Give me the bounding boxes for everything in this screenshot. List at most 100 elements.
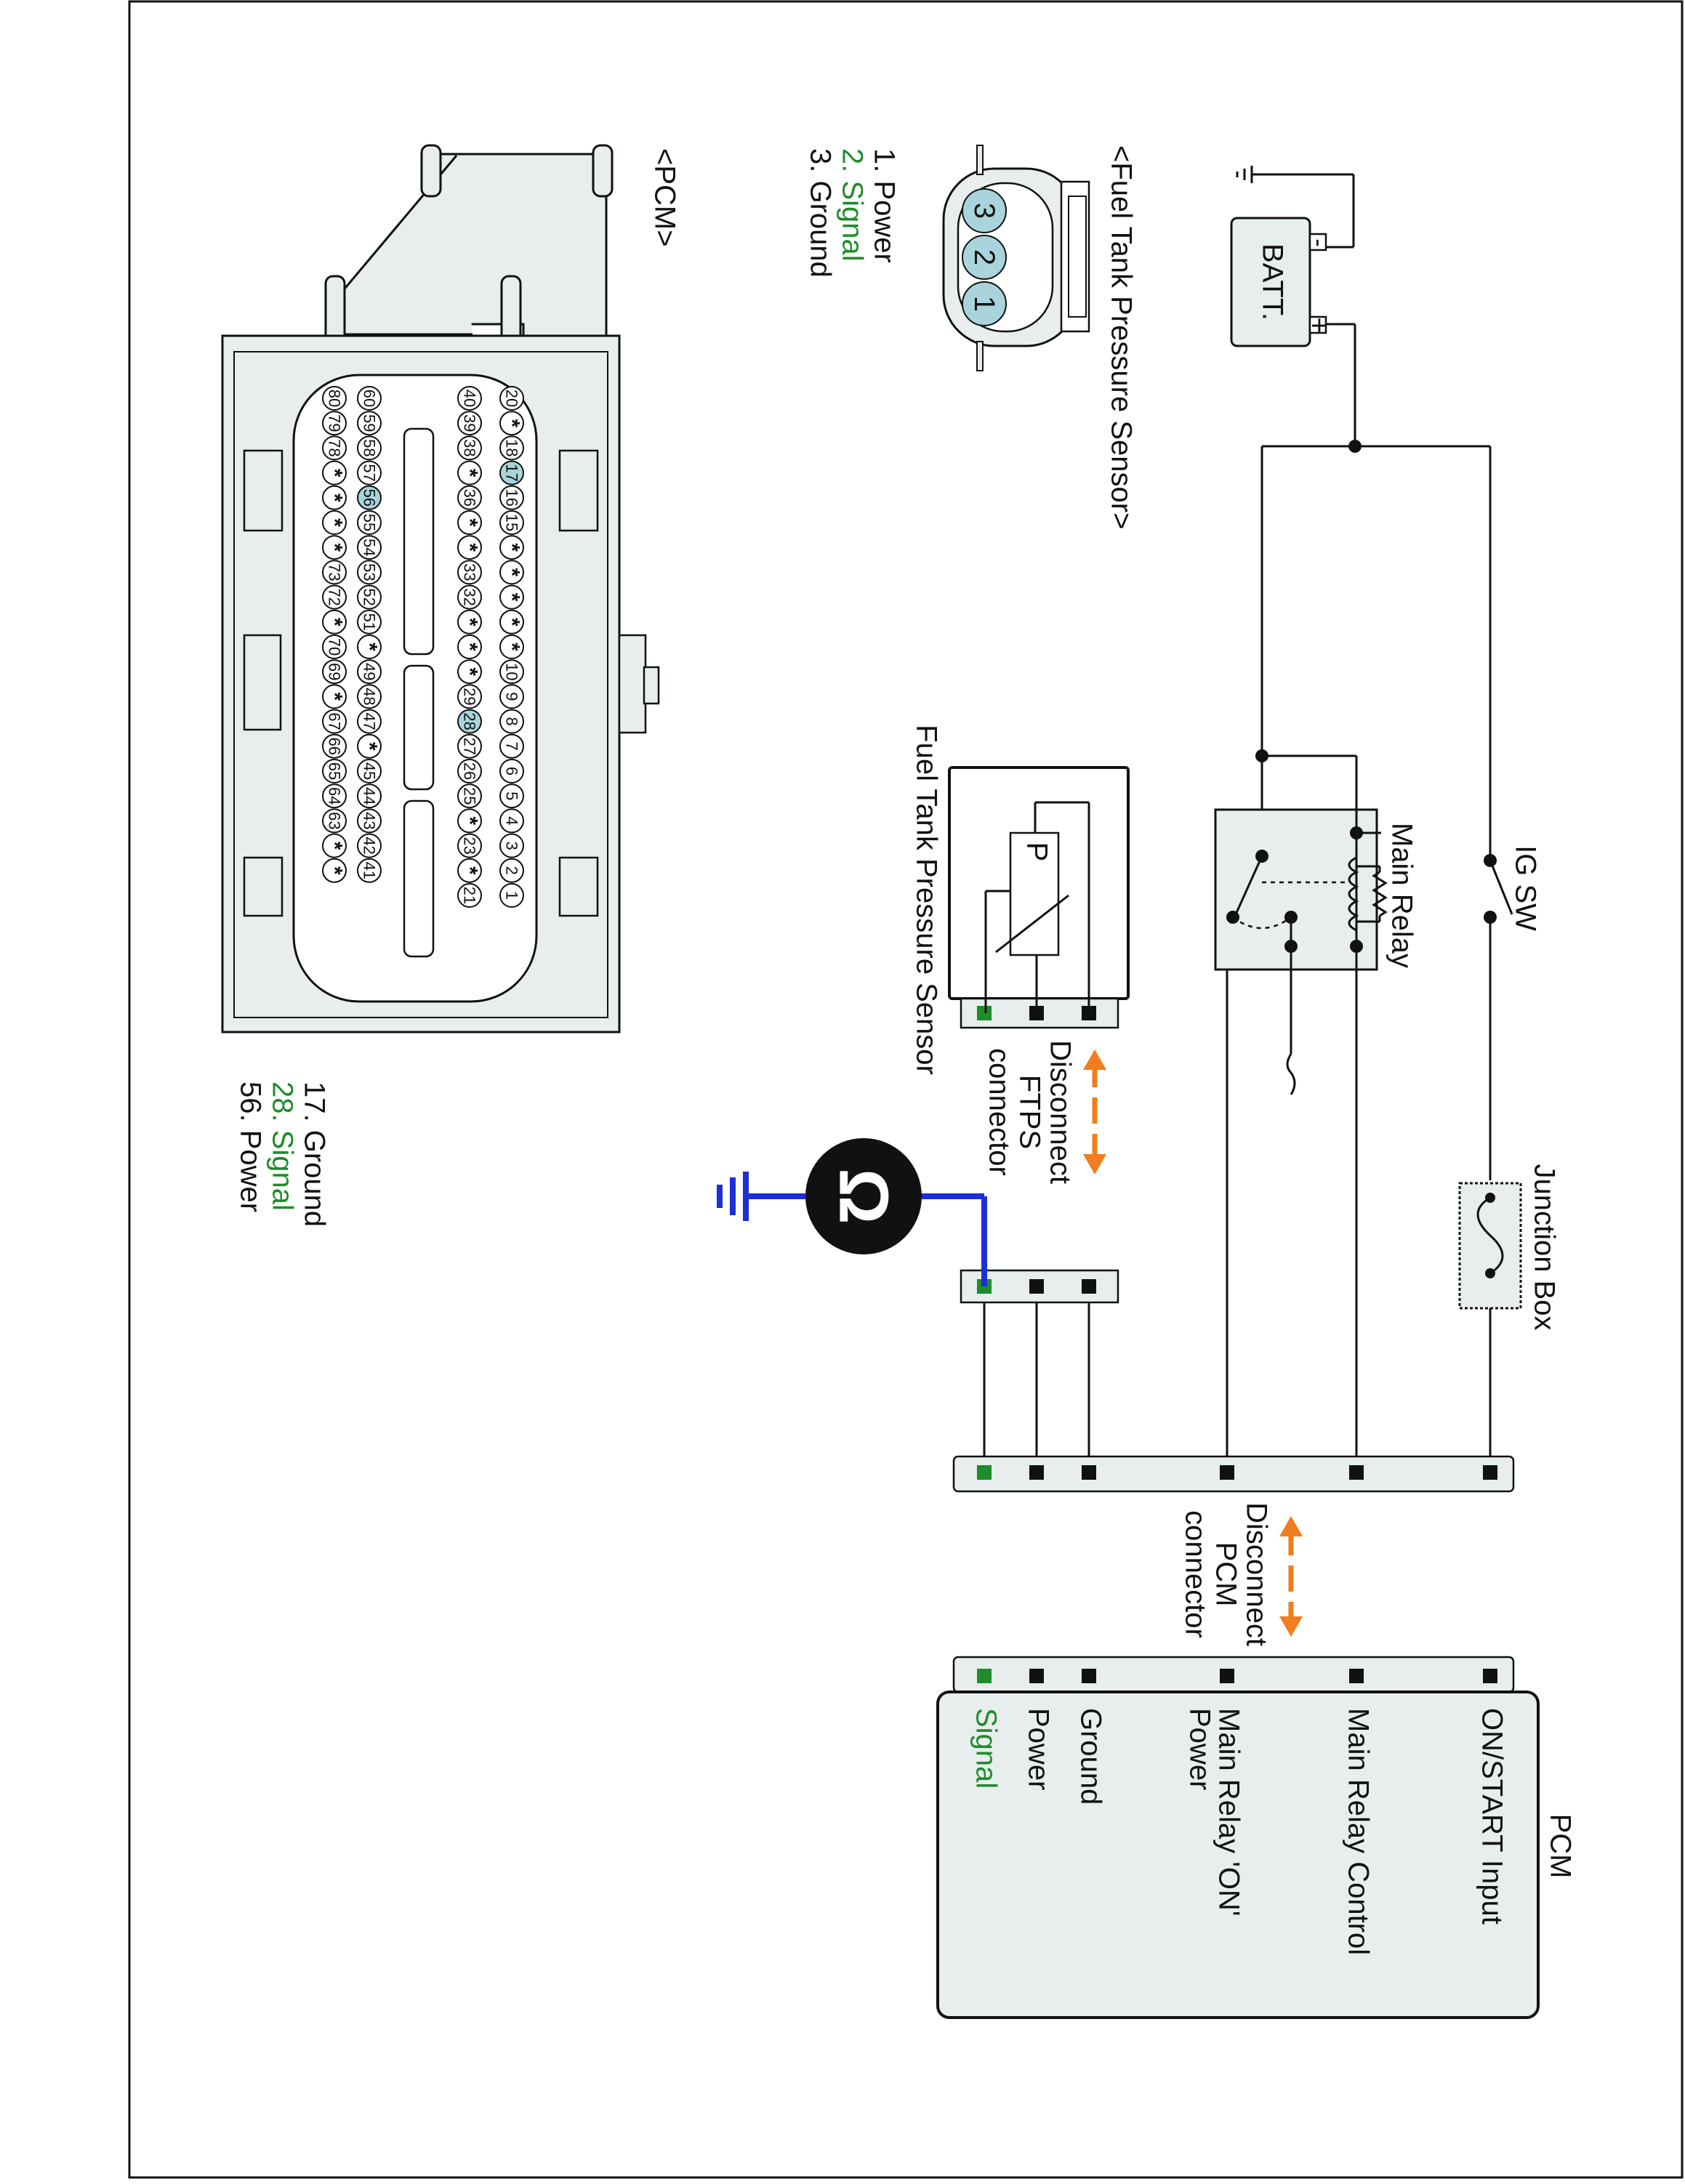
battery: - + BATT. <box>1230 217 1335 347</box>
pcm-pin-unused <box>322 460 347 485</box>
pcm-pin-label: 53 <box>361 563 379 581</box>
pcm-pin-label: 80 <box>326 390 344 407</box>
main-relay: Main Relay <box>1214 749 1417 1471</box>
pcm-pin-18 <box>499 435 524 461</box>
pcm-pin-label: 78 <box>326 439 344 456</box>
pcm-pin-80 <box>322 386 347 411</box>
junction-box-label: Junction Box <box>1528 1164 1560 1330</box>
pcm-pin-unused <box>499 634 524 659</box>
pcm-pin-label: * <box>458 543 482 552</box>
pcm-pin-60 <box>357 386 382 411</box>
pcm-pin-unused <box>499 560 524 585</box>
pcm-pin-58 <box>357 435 382 461</box>
pcm-input-signal: Signal <box>970 1708 1002 1789</box>
pcm-pin-unused <box>499 584 524 610</box>
pcm-input-main-relay-on-line2: Power <box>1183 1708 1215 1790</box>
pcm-pin-label: * <box>358 642 382 651</box>
pcm-title: PCM <box>1544 1814 1576 1879</box>
pcm-pin-7 <box>499 733 524 759</box>
pcm-pin-label: * <box>500 618 524 626</box>
pcm-legend-56: 56. Power <box>234 1081 266 1212</box>
pcm-pin-label: 64 <box>326 787 344 805</box>
pcm-pin-label: 79 <box>326 414 344 432</box>
pcm-legend-17: 17. Ground <box>298 1081 330 1227</box>
pcm-pin-label: 52 <box>361 588 379 605</box>
pcm-pin-unused <box>322 510 347 535</box>
pcm-pin-label: 41 <box>361 862 379 879</box>
pcm-pin-26 <box>457 759 482 783</box>
pcm-pin-55 <box>357 510 382 535</box>
pcm-pin-3 <box>499 833 524 858</box>
pcm-pin-label: 57 <box>361 464 379 481</box>
pcm-pin-56 <box>357 485 382 510</box>
pcm-pin-label: * <box>458 518 482 527</box>
pcm-pin-label: 23 <box>461 837 479 854</box>
pcm-pin-label: 16 <box>503 489 521 507</box>
ig-switch: IG SW <box>1484 845 1541 1180</box>
pcm-pin-label: 66 <box>326 738 344 755</box>
pcm-pin-label: 29 <box>461 688 479 705</box>
pcm-pin-unused <box>357 733 382 759</box>
pcm-pin-unused <box>322 485 347 510</box>
pcm-input-on-start: ON/START Input <box>1476 1708 1508 1925</box>
pcm-pin-label: * <box>500 568 524 577</box>
disconnect-ftps-arrow: Disconnect FTPS connector <box>983 1040 1106 1184</box>
pcm-pin-label: 3 <box>503 841 521 850</box>
ftps-legend-3: 3. Ground <box>804 148 836 278</box>
pcm-legend-28: 28. Signal <box>266 1081 298 1211</box>
pcm-pin-36 <box>457 485 482 510</box>
ftps-connector-title: <Fuel Tank Pressure Sensor> <box>1105 145 1137 529</box>
pcm-pin-53 <box>357 560 382 585</box>
pcm-pin-label: 51 <box>361 613 379 631</box>
pcm-pin-57 <box>357 460 382 485</box>
battery-label: BATT. <box>1256 243 1288 321</box>
pcm-pin-unused <box>322 535 347 560</box>
pcm-pin-label: 2 <box>503 866 521 875</box>
pcm-pin-label: 26 <box>461 762 479 780</box>
pcm-pin-10 <box>499 659 524 685</box>
pcm-pin-label: 65 <box>326 762 344 780</box>
pcm-pin-label: 1 <box>503 891 521 900</box>
pcm-pin-6 <box>499 759 524 783</box>
pcm-pin-42 <box>357 833 382 858</box>
pcm-pin-label: 21 <box>461 887 479 904</box>
pcm-pin-52 <box>357 584 382 610</box>
pcm-pin-label: * <box>323 618 347 626</box>
disconnect-ftps-line1: Disconnect <box>1044 1040 1076 1184</box>
pcm-harness-connector <box>952 1455 1515 1493</box>
ftps-legend-2: 2. Signal <box>836 148 868 262</box>
pcm-pin-39 <box>457 411 482 436</box>
pcm-pin-1 <box>499 883 524 908</box>
pcm-pin-59 <box>357 411 382 436</box>
pcm-pin-label: 42 <box>361 837 379 854</box>
pcm-pin-unused <box>322 609 347 634</box>
pcm-pin-label: 33 <box>461 563 479 581</box>
pcm-pin-49 <box>357 659 382 685</box>
pcm-pin-label: 55 <box>361 514 379 531</box>
pcm-pin-15 <box>499 510 524 535</box>
pcm-pin-label: 67 <box>326 712 344 730</box>
pcm-pin-9 <box>499 684 524 709</box>
pcm-pin-79 <box>322 411 347 436</box>
battery-positive-wire <box>1260 323 1492 856</box>
pcm-pin-32 <box>457 584 482 610</box>
pcm-pin-28 <box>457 709 482 734</box>
pcm-pin-label: 38 <box>461 439 479 456</box>
pcm-pin-label: 45 <box>361 762 379 780</box>
pcm-pin-label: 59 <box>361 414 379 432</box>
pcm-pin-47 <box>357 709 382 734</box>
ftps-pin-1: 1 <box>968 296 1000 312</box>
pcm-pin-29 <box>457 684 482 709</box>
pcm-pin-label: * <box>500 419 524 427</box>
battery-minus-sign: - <box>1305 238 1332 246</box>
disconnect-pcm-line1: Disconnect <box>1240 1502 1272 1646</box>
pcm-pin-70 <box>322 634 347 659</box>
pcm-pin-5 <box>499 783 524 809</box>
pcm-pin-label: 18 <box>503 439 521 456</box>
ig-switch-label: IG SW <box>1509 845 1541 931</box>
pcm-input-main-relay-control: Main Relay Control <box>1342 1708 1374 1955</box>
pcm-pin-label: * <box>358 742 382 751</box>
pcm-pin-16 <box>499 485 524 510</box>
pcm-pin-label: 20 <box>503 390 521 407</box>
